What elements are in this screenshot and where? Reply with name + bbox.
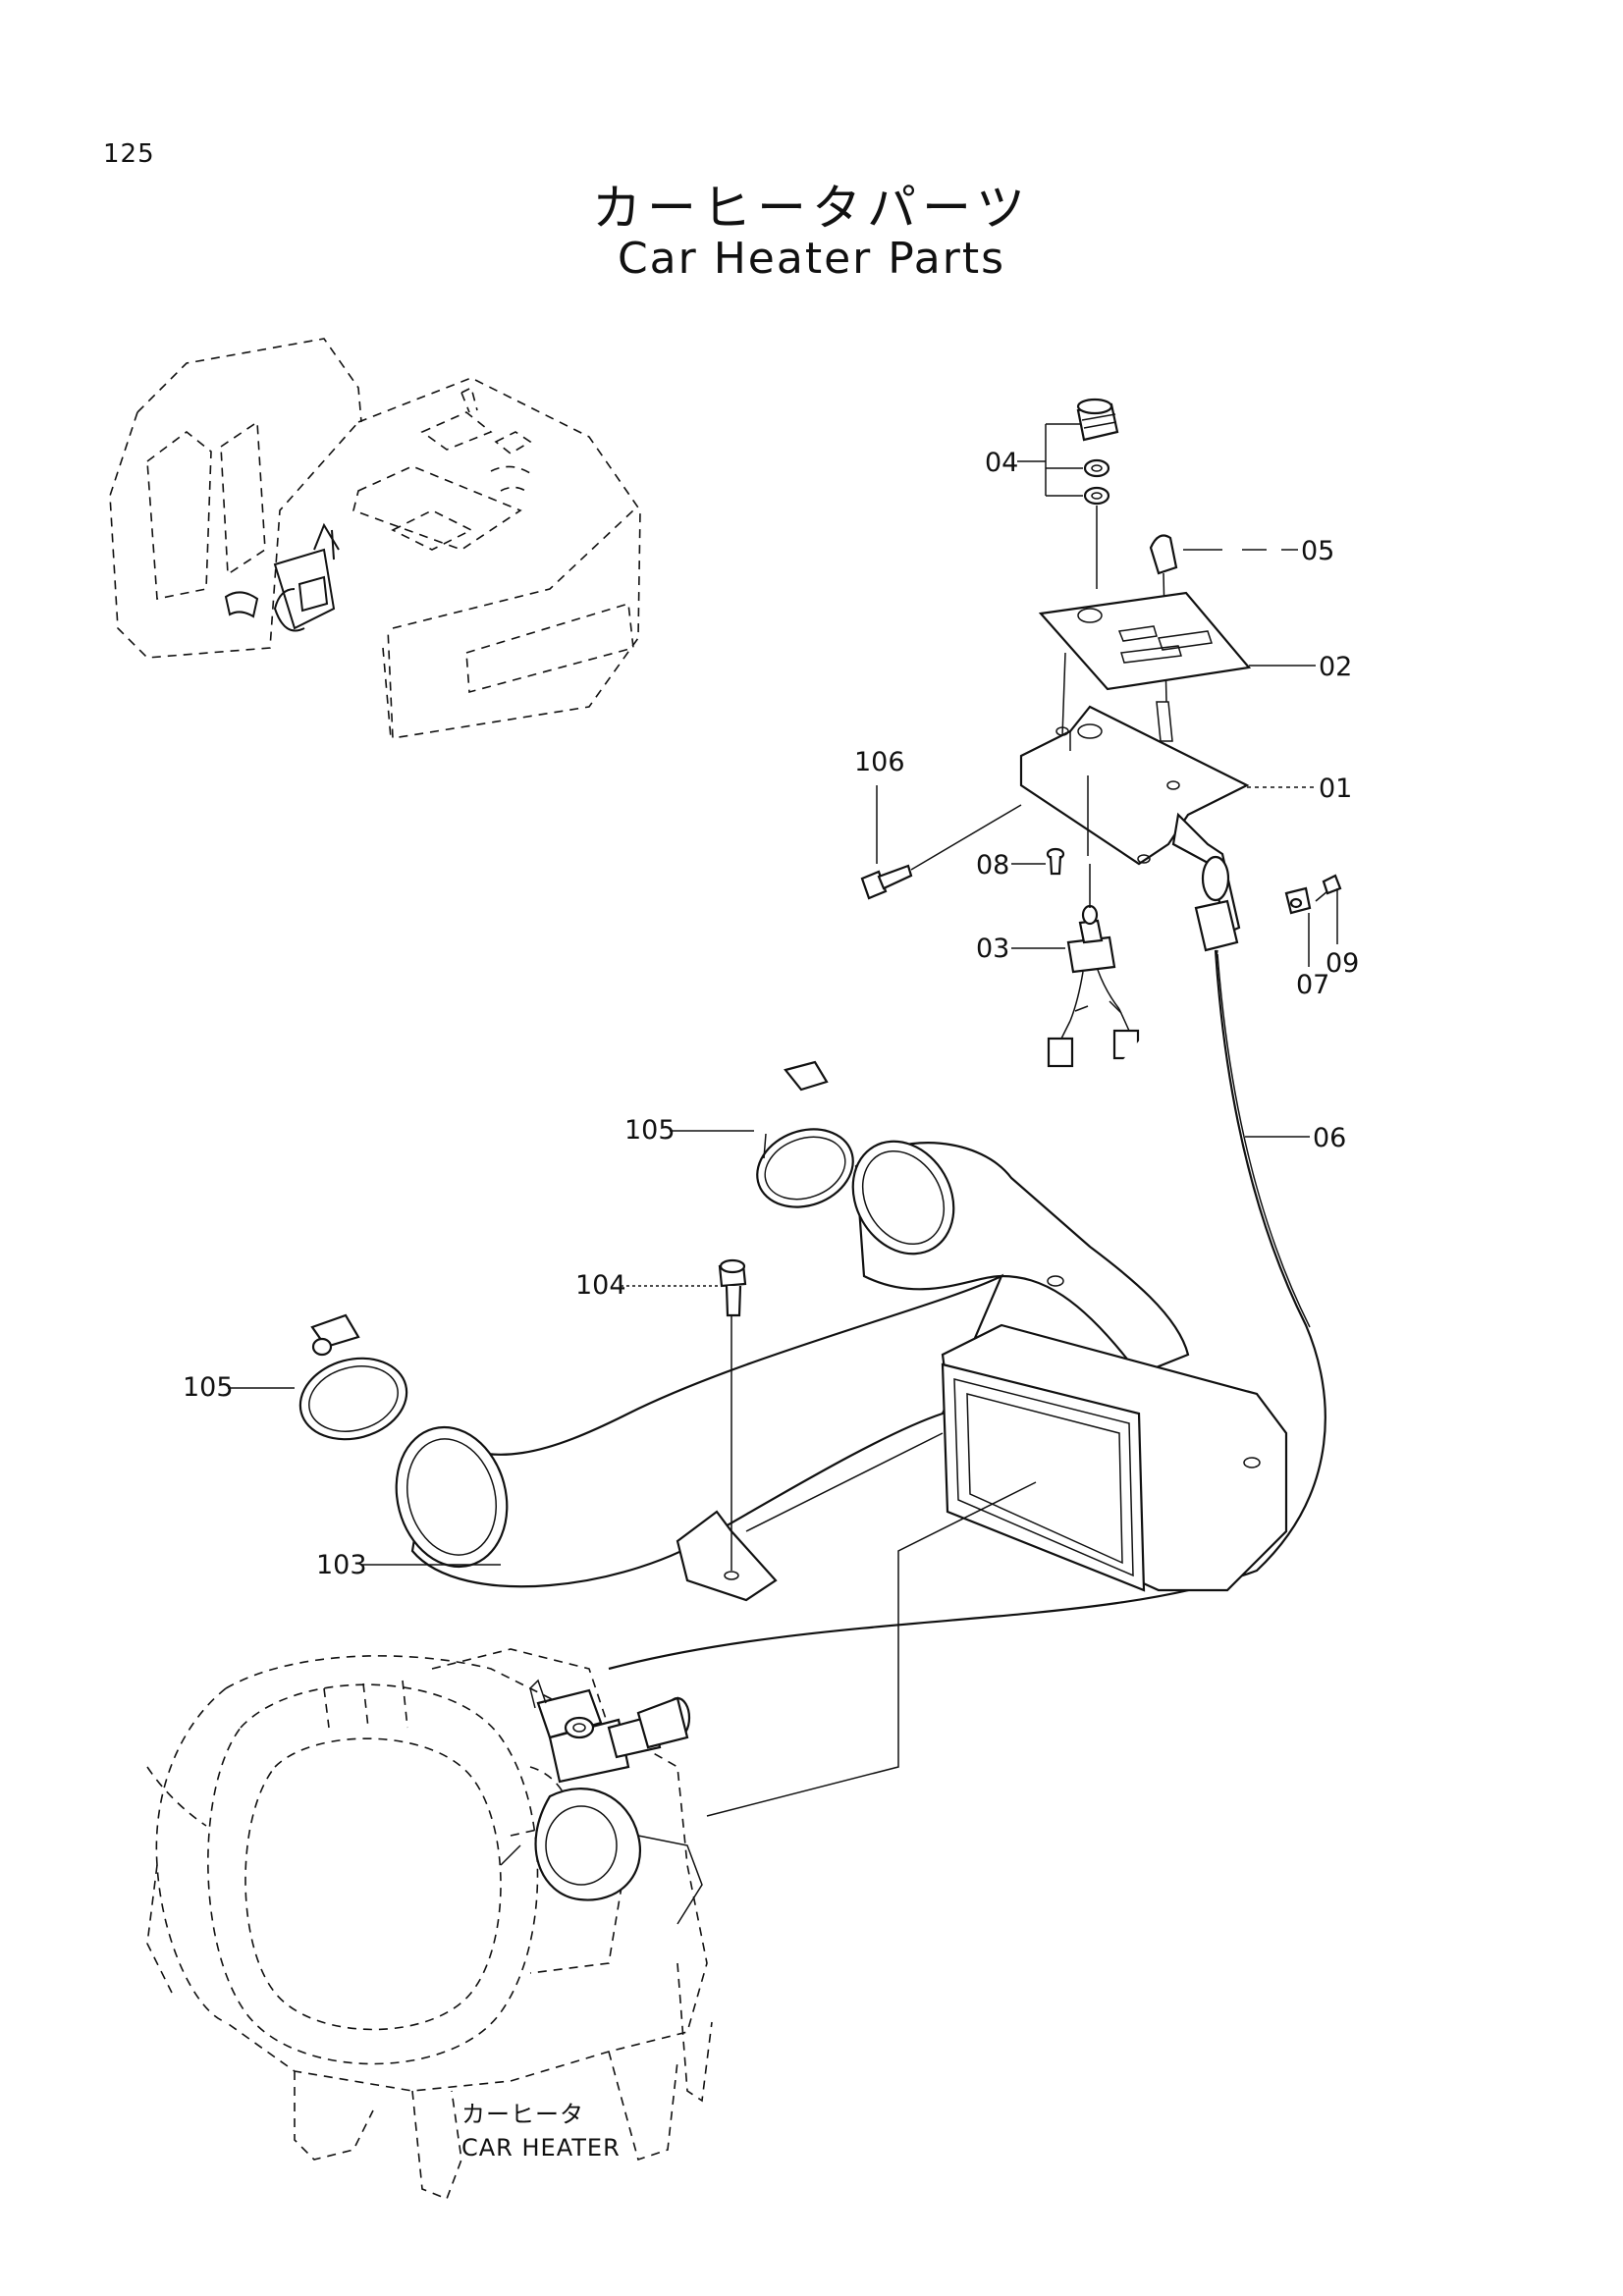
title-english: Car Heater Parts <box>617 234 1006 284</box>
part-04-knob-and-washers <box>1076 398 1119 589</box>
part-106-bolt <box>860 804 1022 900</box>
callout-104: 104 <box>575 1270 719 1301</box>
callout-label-104: 104 <box>575 1270 626 1301</box>
caption-japanese: カーヒータ <box>461 2101 584 2128</box>
callout-label-05: 05 <box>1301 536 1334 566</box>
callout-01: 01 <box>1247 774 1352 804</box>
callout-label-09: 09 <box>1325 948 1359 979</box>
callout-106: 106 <box>854 747 905 864</box>
part-09-screw <box>1315 874 1342 902</box>
callout-04: 04 <box>985 423 1083 497</box>
callout-label-04: 04 <box>985 448 1018 478</box>
callout-label-103: 103 <box>316 1550 367 1580</box>
caption-english: CAR HEATER <box>461 2134 621 2162</box>
car-heater-caption: カーヒータ CAR HEATER <box>461 2101 621 2162</box>
car-heater-unit-illustration <box>146 1648 713 2201</box>
callout-09: 09 <box>1325 888 1359 979</box>
callout-label-02: 02 <box>1319 652 1352 682</box>
part-104-bolt <box>718 1258 747 1317</box>
callout-06: 06 <box>1245 1123 1346 1153</box>
page-number: 125 <box>103 139 155 169</box>
callout-label-105-upper: 105 <box>624 1115 676 1146</box>
part-03-switch-with-harness <box>1047 864 1140 1068</box>
part-08-screw <box>1046 847 1065 876</box>
callout-105-upper: 105 <box>624 1115 754 1146</box>
part-103-heater-duct <box>395 1140 1288 1602</box>
callout-label-06: 06 <box>1313 1123 1346 1153</box>
excavator-overview-illustration <box>109 338 641 739</box>
callout-103: 103 <box>316 1550 501 1580</box>
part-105-hose-clamp-lower <box>298 1313 408 1441</box>
callout-label-03: 03 <box>976 934 1009 964</box>
callout-label-01: 01 <box>1319 774 1352 804</box>
callout-05: 05 <box>1183 536 1334 566</box>
callout-label-07: 07 <box>1296 970 1329 1000</box>
callout-07: 07 <box>1296 913 1329 1000</box>
callout-label-105-lower: 105 <box>183 1372 234 1403</box>
part-02-panel-plate <box>1038 591 1252 737</box>
callout-03: 03 <box>976 934 1065 964</box>
title-japanese: カーヒータパーツ <box>592 180 1031 237</box>
callout-02: 02 <box>1249 652 1352 682</box>
part-105-hose-clamp-upper <box>756 1060 854 1208</box>
callout-08: 08 <box>976 850 1046 881</box>
part-01-mounting-bracket <box>1019 701 1250 963</box>
callout-label-106: 106 <box>854 747 905 777</box>
part-07-clip <box>1284 886 1312 915</box>
callout-105-lower: 105 <box>183 1372 295 1403</box>
callout-label-08: 08 <box>976 850 1009 881</box>
duct-to-heater-leader <box>706 1481 1037 1817</box>
